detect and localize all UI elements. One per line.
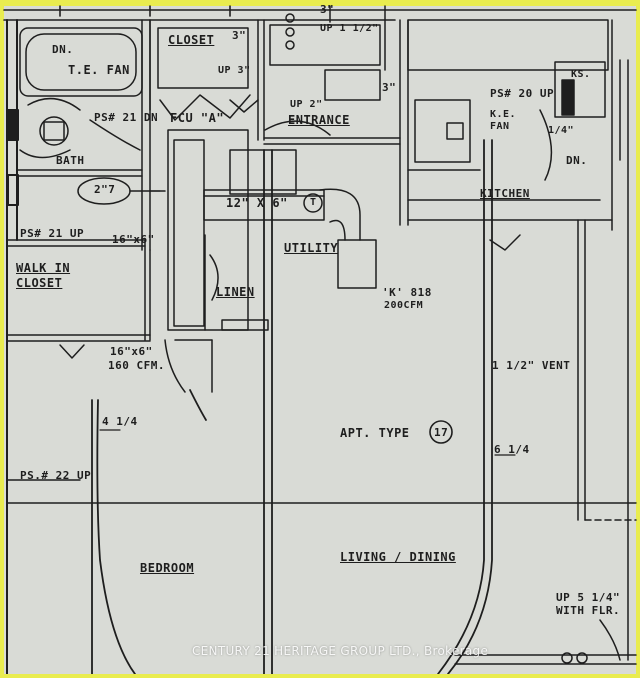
annotation-k-818-line1: 'K' 818 — [382, 286, 432, 299]
apt-number-circle — [429, 420, 453, 444]
annotation-entrance-size-1: 3" — [320, 3, 335, 16]
left-outer-wall — [6, 19, 19, 675]
annotation-ke-fan-line2: FAN — [490, 121, 510, 132]
walk-in-closet-walls — [6, 239, 151, 359]
room-label-walk-in-closet-line2: CLOSET — [16, 276, 63, 290]
annotation-vent: 1 1/2" VENT — [492, 359, 571, 372]
paper-background — [4, 6, 636, 674]
annotation-duct-16x6-bottom-line2: 160 CFM. — [108, 359, 165, 372]
room-label-kitchen: KITCHEN — [480, 187, 530, 200]
annotation-entrance-size-2: 3" — [382, 81, 397, 94]
kitchen-walls — [399, 19, 613, 251]
annotation-ks: KS. — [571, 69, 591, 80]
annotation-closet-size: 3" — [232, 29, 247, 42]
brokerage-watermark: CENTURY 21 HERITAGE GROUP LTD., Brokerag… — [192, 644, 489, 658]
annotation-duct-16x6-top: 16"x6" — [112, 233, 155, 246]
annotation-duct-12x6: 12" X 6" — [226, 196, 288, 210]
annotation-marker-t: T — [310, 197, 317, 208]
bath-block — [16, 19, 166, 251]
annotation-up-5-line1: UP 5 1/4" — [556, 591, 621, 604]
room-label-living-dining: LIVING / DINING — [340, 550, 456, 564]
annotation-dn-top: DN. — [52, 43, 74, 56]
annotation-ps-21-up: PS# 21 UP — [20, 227, 85, 240]
annotation-quarter: 1/4" — [548, 125, 575, 136]
annotation-dim-6: 6 1/4 — [494, 443, 530, 456]
room-label-linen: LINEN — [216, 285, 255, 299]
annotation-ps-20-up: PS# 20 UP — [490, 87, 555, 100]
annotation-fcu-a: FCU "A" — [170, 111, 225, 125]
apartment-type-number: 17 — [434, 426, 449, 439]
main-vertical-walls — [91, 139, 493, 675]
floor-line — [6, 479, 637, 504]
annotation-k-818-line2: 200CFM — [384, 300, 424, 311]
room-label-entrance: ENTRANCE — [288, 113, 350, 127]
annotation-ps-21-dn: PS# 21 DN — [94, 111, 159, 124]
room-label-bath: BATH — [56, 154, 85, 167]
apartment-type-label: APT. TYPE — [340, 426, 410, 440]
dimension-arrows — [99, 190, 516, 456]
annotation-up-5-line2: WITH FLR. — [556, 604, 621, 617]
annotation-duct-16x6-bottom-line1: 16"x6" — [110, 345, 153, 358]
room-label-utility: UTILITY — [284, 241, 339, 255]
annotation-duct-2-7: 2"7 — [94, 183, 116, 196]
annotation-up-3: UP 3" — [218, 65, 251, 76]
room-label-closet: CLOSET — [168, 33, 215, 47]
annotation-ps-22-up: PS.# 22 UP — [20, 469, 92, 482]
annotation-dim-4: 4 1/4 — [102, 415, 138, 428]
entrance-walls — [229, 5, 401, 145]
annotation-te-fan: T.E. FAN — [68, 63, 130, 77]
annotation-up-1-half: UP 1 1/2" — [320, 23, 379, 34]
room-label-walk-in-closet-line1: WALK IN — [16, 261, 71, 275]
right-side-walls — [454, 59, 637, 665]
room-label-bedroom: BEDROOM — [140, 561, 195, 575]
closet-fcu-walls — [149, 19, 265, 331]
linen-walls — [164, 234, 269, 393]
annotation-up-2: UP 2" — [290, 99, 323, 110]
annotation-dn-right: DN. — [566, 154, 588, 167]
annotation-ke-fan-line1: K.E. — [490, 109, 517, 120]
